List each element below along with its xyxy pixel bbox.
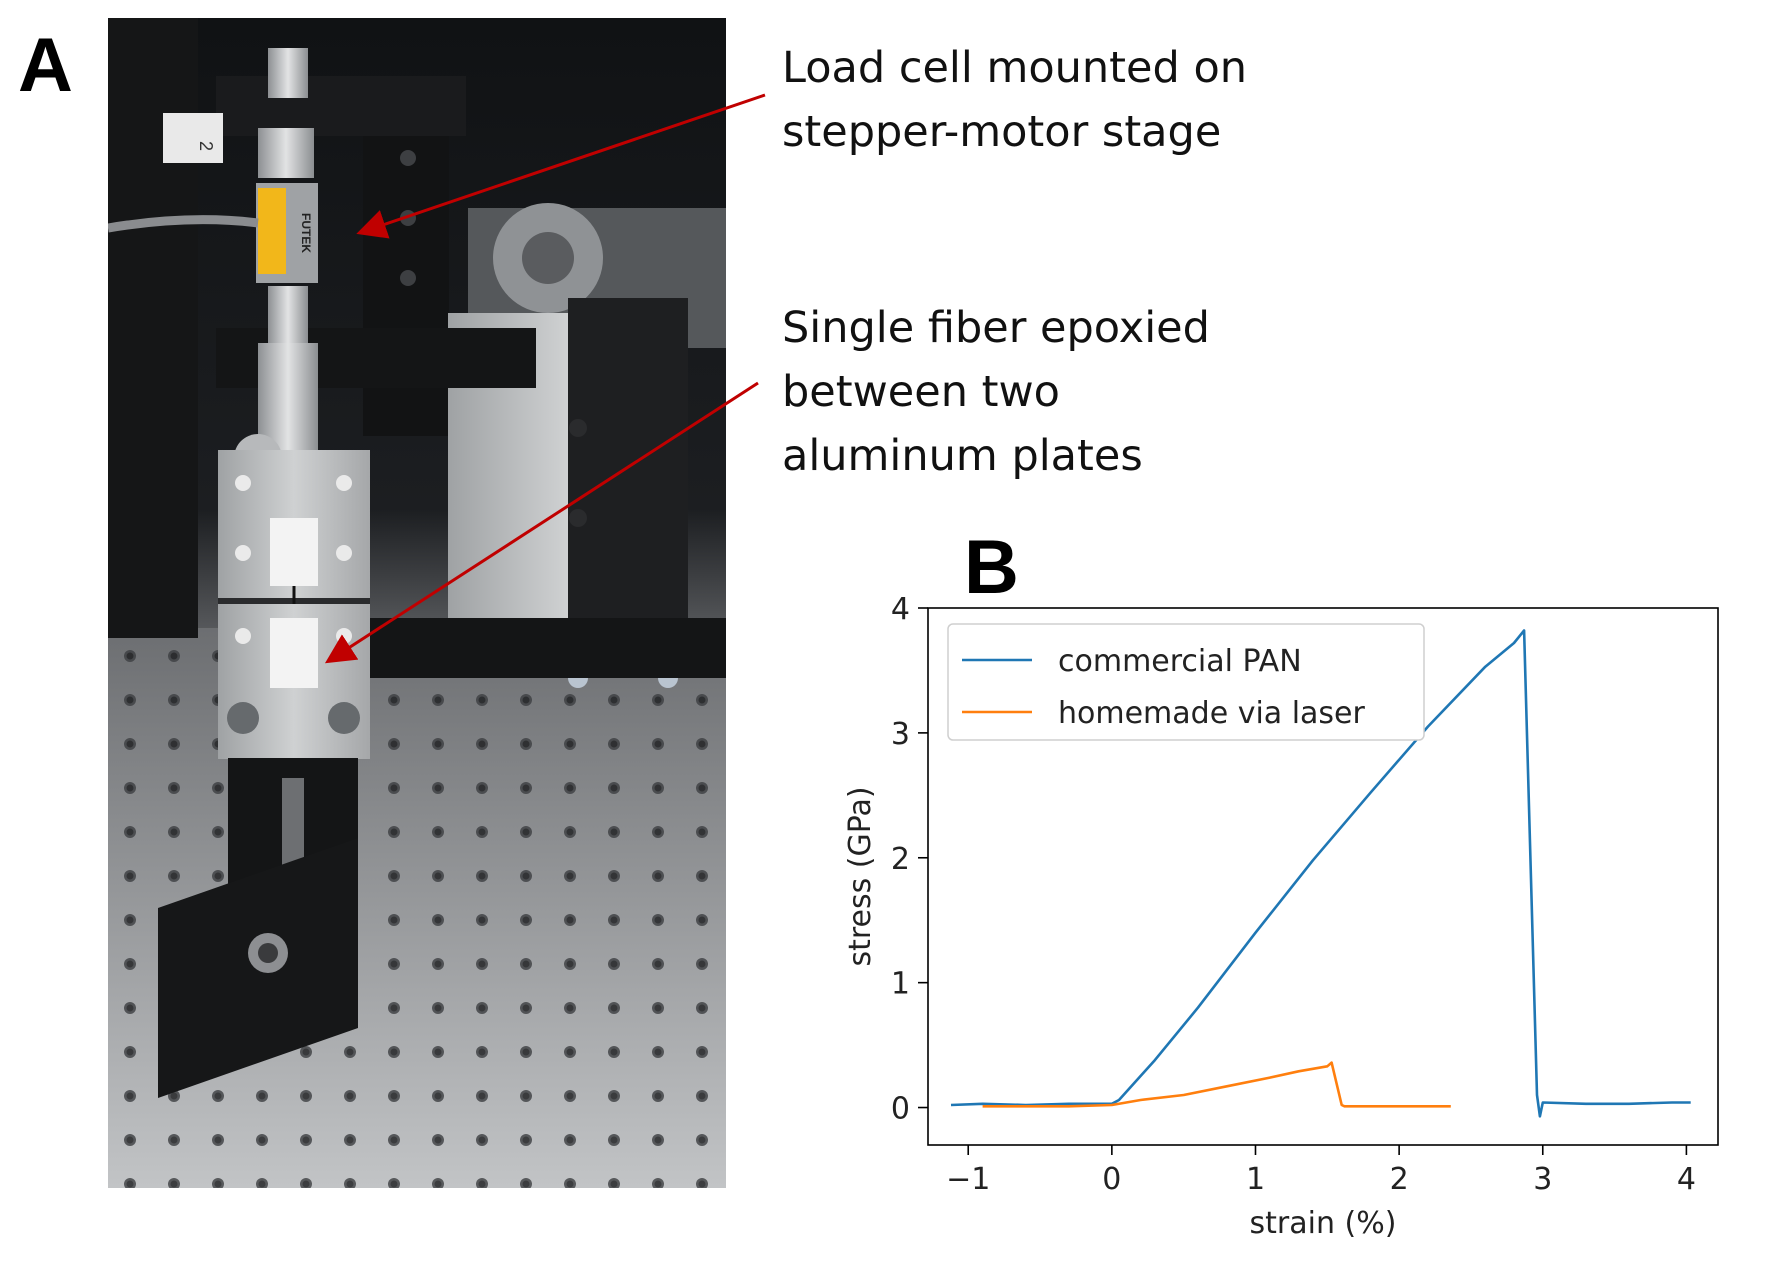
series-line-homemade-via-laser [982,1061,1451,1108]
x-tick-label: 0 [1102,1162,1121,1197]
load-cell-annotation-line-1: Load cell mounted on [782,43,1248,93]
panel-letter-a: A [18,23,73,108]
load-cell-annotation-line-2: stepper-motor stage [782,107,1222,157]
legend-label-commercial-pan: commercial PAN [1058,644,1302,679]
stress-strain-chart: −1 0 1 2 3 4 0 1 2 3 4 strain (%) stress (GPa) commer… [843,592,1719,1241]
fiber-annotation-line-1: Single fiber epoxied [782,303,1210,353]
bracket-hole [400,150,416,166]
stage-lower-bracket [348,618,726,678]
apparatus-photo: FUTEK 2 [108,18,726,1188]
stage-screw [569,419,587,437]
top-cantilever [216,76,466,136]
fiber-annotation-line-3: aluminum plates [782,431,1143,481]
background-mount-left [108,18,198,638]
x-tick-label: 1 [1246,1162,1265,1197]
x-tick-label: 3 [1533,1162,1552,1197]
y-axis-label: stress (GPa) [843,786,878,966]
series-line-commercial-pan [950,629,1691,1118]
x-tick-label: 2 [1390,1162,1409,1197]
y-tick-label: 0 [891,1092,910,1127]
axes-frame [927,607,1719,1146]
load-cell-annotation: Load cell mounted on stepper-motor stage [782,36,1247,164]
y-tick-label: 2 [891,842,910,877]
load-cell-upper-fitting [258,128,314,178]
lower-plate-hole [336,628,352,644]
post-label-tag [163,113,223,163]
upper-plate-hole [336,545,352,561]
load-cell-cable [108,215,259,233]
upper-plate-paper-tab [270,518,318,586]
base-screw-head [258,943,278,963]
fiber-annotation: Single fiber epoxied between two aluminu… [782,296,1210,488]
upper-plate-hole [235,545,251,561]
bracket-hole [400,210,416,226]
panel-letter-b: B [964,525,1019,610]
background-disc-center [522,232,574,284]
x-tick-label: 4 [1677,1162,1696,1197]
bracket-hole [400,270,416,286]
load-cell-lower-fitting [268,286,308,346]
legend-label-homemade-via-laser: homemade via laser [1058,696,1366,731]
lower-plate-screw [328,702,360,734]
x-tick-label: −1 [946,1162,990,1197]
upper-plate-hole [235,475,251,491]
stage-screw [569,509,587,527]
x-axis-label: strain (%) [1250,1206,1397,1241]
lower-plate-screw [227,702,259,734]
stage-block-dark-face [568,298,688,638]
post-label-text: 2 [196,141,216,151]
upper-plate-hole [336,475,352,491]
y-tick-label: 3 [891,717,910,752]
y-tick-label: 1 [891,967,910,1002]
plot-area: −1 0 1 2 3 4 0 1 2 3 4 strain (%) stress (GPa) commer… [843,592,1719,1241]
y-tick-label: 4 [891,592,910,627]
load-cell-brand-text: FUTEK [299,213,313,253]
fiber-annotation-line-2: between two [782,367,1060,417]
legend-box [947,623,1425,741]
lower-plate-hole [235,628,251,644]
load-cell-label [258,188,286,274]
lower-plate-paper-tab [270,618,318,688]
load-cell-top-nut [268,48,308,98]
